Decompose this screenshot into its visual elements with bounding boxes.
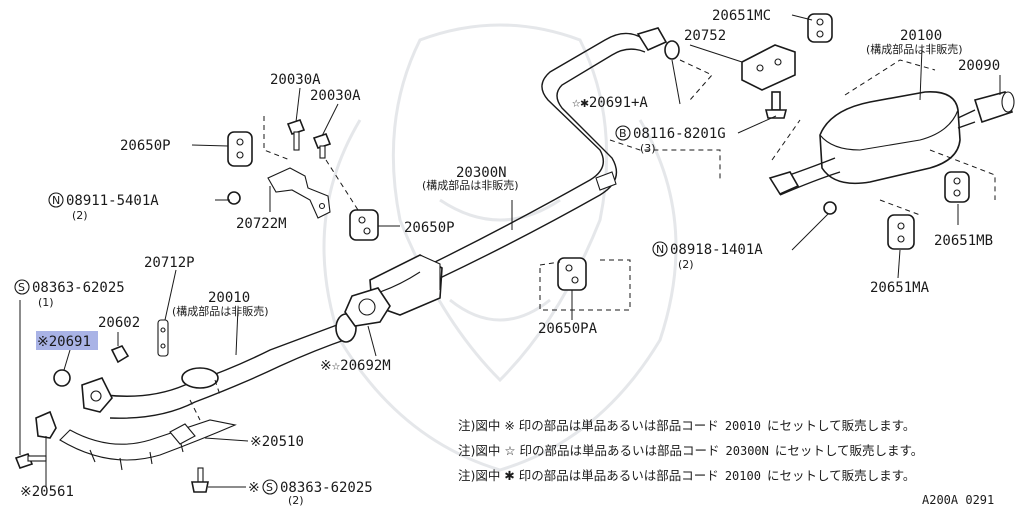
note-2-code: 20300N [726,444,769,458]
note-2-suffix: にセットして販売します。 [775,443,923,458]
label-20561[interactable]: ※20561 [20,484,74,500]
gasket-20692M[interactable] [344,287,391,327]
note-3-prefix: 注)図中 ✱ 印の部品は単品あるいは部品コード [458,468,719,483]
label-08363-2-qty: (2) [288,494,304,507]
label-08918[interactable]: 08918-1401A [670,242,763,258]
label-20602[interactable]: 20602 [98,315,140,331]
label-20100-note: (構成部品は非販売) [866,42,963,56]
label-20100[interactable]: 20100 [900,28,942,44]
label-20010-note: (構成部品は非販売) [172,304,269,318]
label-20650P-1[interactable]: 20650P [120,138,171,154]
label-20651MC[interactable]: 20651MC [712,8,771,24]
label-20752[interactable]: 20752 [684,28,726,44]
gasket-20691A[interactable] [664,40,680,60]
nut-08918[interactable] [823,201,837,215]
label-20691A[interactable]: ☆✱20691+A [572,95,648,111]
label-20090[interactable]: 20090 [958,58,1000,74]
label-20691[interactable]: ※20691 [37,334,91,350]
label-08363-2[interactable]: 08363-62025 [280,480,373,496]
label-08363-1-qty: (1) [38,296,54,309]
center-pipe-20300N[interactable] [369,27,668,316]
label-20510[interactable]: ※20510 [250,434,304,450]
label-08363-1[interactable]: 08363-62025 [32,280,125,296]
note-1-suffix: にセットして販売します。 [767,418,915,433]
label-20300N-note: (構成部品は非販売) [422,178,519,192]
label-20651MA[interactable]: 20651MA [870,280,930,296]
mount-rubber-20651MC[interactable] [807,13,833,43]
nut-08911[interactable] [227,191,241,205]
bracket-20722M[interactable] [267,167,331,219]
mount-rubber-20650P-mid[interactable] [349,209,379,241]
label-20650PA[interactable]: 20650PA [538,321,598,337]
label-08911[interactable]: 08911-5401A [66,193,159,209]
front-flange[interactable] [81,377,113,413]
mount-rubber-20650P-top[interactable] [227,131,253,167]
note-1-prefix: 注)図中 ※ 印の部品は単品あるいは部品コード [458,418,719,433]
bolt-20030A-right[interactable] [312,133,332,159]
label-08363a-circle: S [18,281,25,294]
figure-id: A200A 0291 [922,493,994,507]
front-pipe-20010[interactable] [104,313,357,419]
label-08363b-circle: S [266,481,273,494]
label-08116-circle: B [619,127,627,140]
label-20712P[interactable]: 20712P [144,255,195,271]
bolt-20030A-left[interactable] [286,119,306,151]
main-muffler-20100[interactable] [768,91,1015,196]
note-2: 注)図中 ☆ 印の部品は単品あるいは部品コード 20300N にセットして販売します… [458,443,923,458]
label-08918-qty: (2) [678,258,694,271]
n-circle-icon-08911 [48,192,64,208]
bolt-08363-2[interactable] [191,467,209,493]
heat-shield-20510[interactable] [59,419,237,471]
mount-rubber-20651MB[interactable] [944,171,970,203]
gasket-20691[interactable] [53,369,71,387]
label-20650P-2[interactable]: 20650P [404,220,455,236]
label-08911-circle: N [52,194,60,207]
label-20030A-2[interactable]: 20030A [310,88,361,104]
dashed-guide-lines [189,59,996,421]
s-circle-icon-08363-1 [14,279,30,295]
note-3-suffix: にセットして販売します。 [767,468,915,483]
label-20010[interactable]: 20010 [208,290,250,306]
bolt-08363-1[interactable] [14,453,47,469]
mount-rubber-20651MA[interactable] [887,214,915,250]
label-08363-2-prefix: ※ [248,480,260,496]
watermark-emblem [322,23,678,472]
note-1-code: 20010 [725,419,761,433]
clamp-20712P[interactable] [157,319,169,357]
n-circle-icon-08918 [652,241,668,257]
nut-20602[interactable] [110,345,130,364]
bracket-20561[interactable] [35,410,57,439]
leader-lines [19,14,1001,488]
label-20651MB[interactable]: 20651MB [934,233,993,249]
label-08116-qty: (3) [640,142,656,155]
mount-rubber-20650PA[interactable] [557,257,587,291]
label-20300N[interactable]: 20300N [456,165,507,181]
note-3-code: 20100 [725,469,761,483]
note-1: 注)図中 ※ 印の部品は単品あるいは部品コード 20010 にセットして販売します。 [458,418,915,433]
notes-block: 注)図中 ※ 印の部品は単品あるいは部品コード 20010 にセットして販売します。… [458,418,923,483]
note-3: 注)図中 ✱ 印の部品は単品あるいは部品コード 20100 にセットして販売します。 [458,468,915,483]
part-labels: 20651MC 20100 (構成部品は非販売) 20752 20090 200… [14,8,1000,507]
label-20692M[interactable]: ※☆20692M [320,358,391,374]
label-20722M[interactable]: 20722M [236,216,287,232]
note-2-prefix: 注)図中 ☆ 印の部品は単品あるいは部品コード [458,443,720,458]
label-08116[interactable]: 08116-8201G [633,126,726,142]
s-circle-icon-08363-2 [262,479,278,495]
b-circle-icon [615,125,631,141]
highlight-20691 [36,331,98,350]
label-20030A-1[interactable]: 20030A [270,72,321,88]
label-08918-circle: N [656,243,664,256]
bracket-20752[interactable] [741,44,796,91]
bolt-08116[interactable] [764,91,788,119]
label-08911-qty: (2) [72,209,88,222]
